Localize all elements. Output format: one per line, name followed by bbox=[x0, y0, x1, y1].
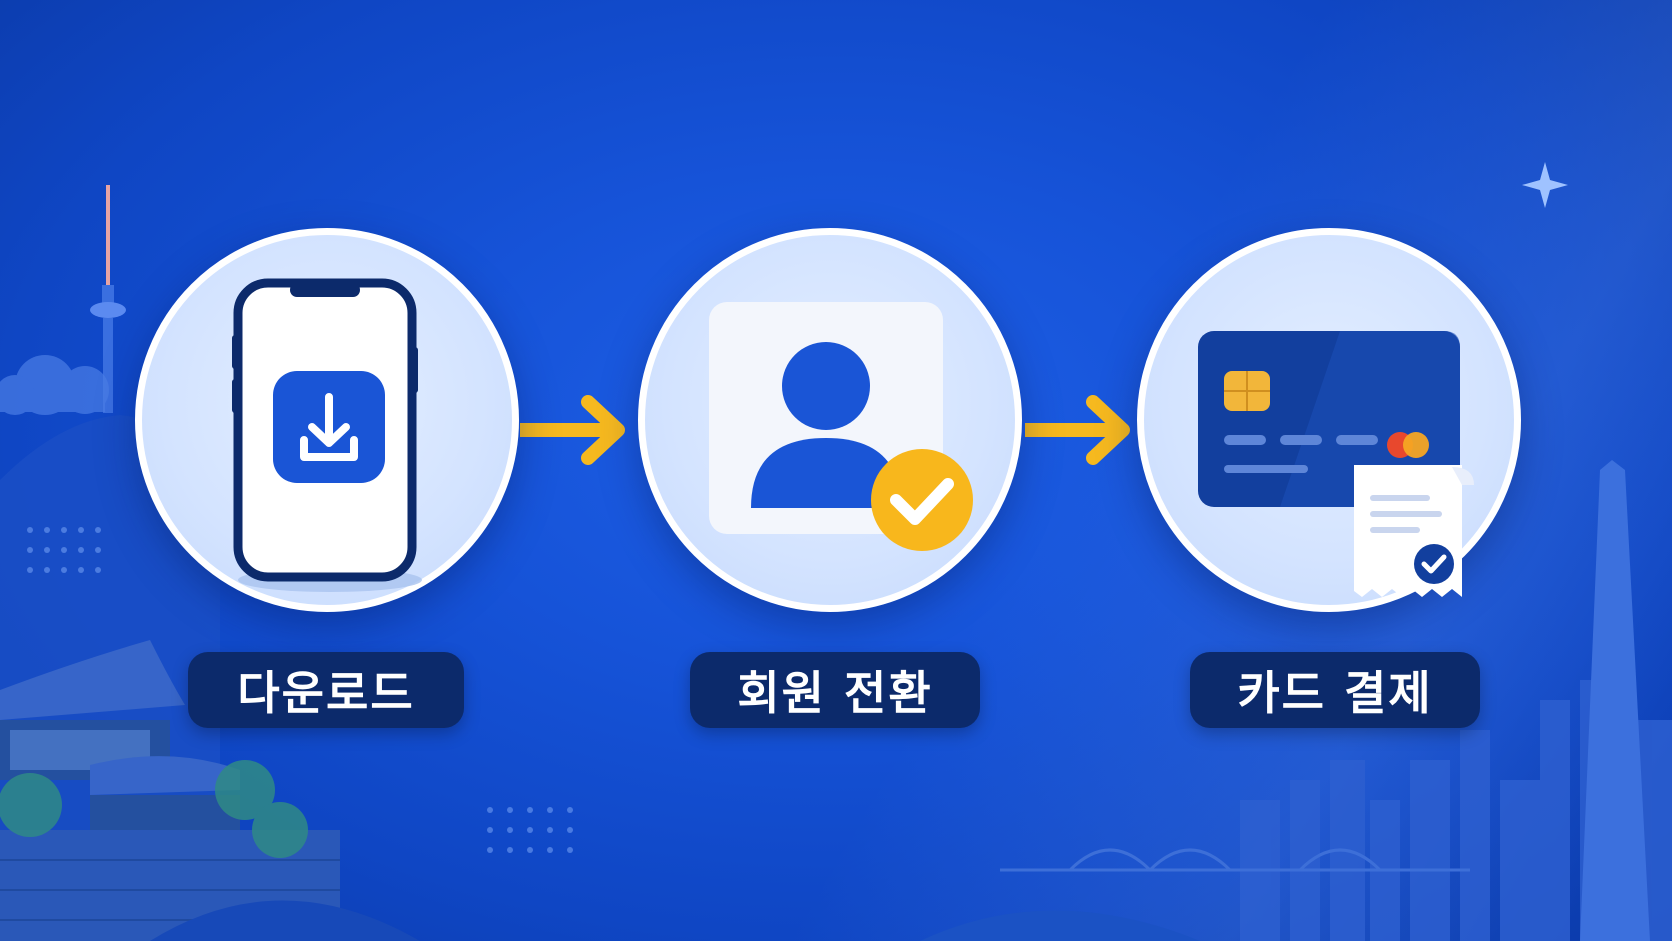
dot-pattern bbox=[27, 527, 573, 853]
seoul-tower-icon bbox=[90, 185, 126, 413]
step-label-download: 다운로드 bbox=[188, 652, 464, 728]
user-check-icon bbox=[709, 302, 973, 551]
arrow-right-icon bbox=[520, 395, 625, 465]
tree-icon bbox=[0, 760, 308, 858]
sparkle-icon bbox=[1522, 162, 1568, 208]
lotte-tower-icon bbox=[1580, 460, 1650, 941]
palace-icon bbox=[0, 640, 340, 941]
step-signup-circle bbox=[638, 228, 1022, 612]
step-label-signup: 회원 전환 bbox=[690, 652, 980, 728]
card-receipt-icon bbox=[1198, 331, 1474, 597]
arrow-right-icon bbox=[1025, 395, 1130, 465]
step-label-payment: 카드 결제 bbox=[1190, 652, 1480, 728]
bridge-icon bbox=[1000, 848, 1470, 872]
phone-download-icon bbox=[232, 278, 422, 592]
cloud-icon bbox=[0, 355, 109, 415]
